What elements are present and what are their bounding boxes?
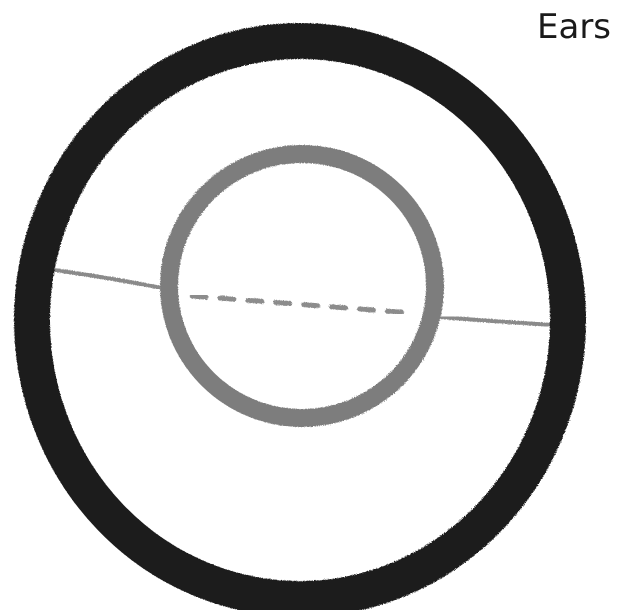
inner-ring [169,154,435,418]
dashed-axis-line [192,296,412,313]
ears-label: Ears [537,10,611,44]
axis-line-left [40,268,162,288]
